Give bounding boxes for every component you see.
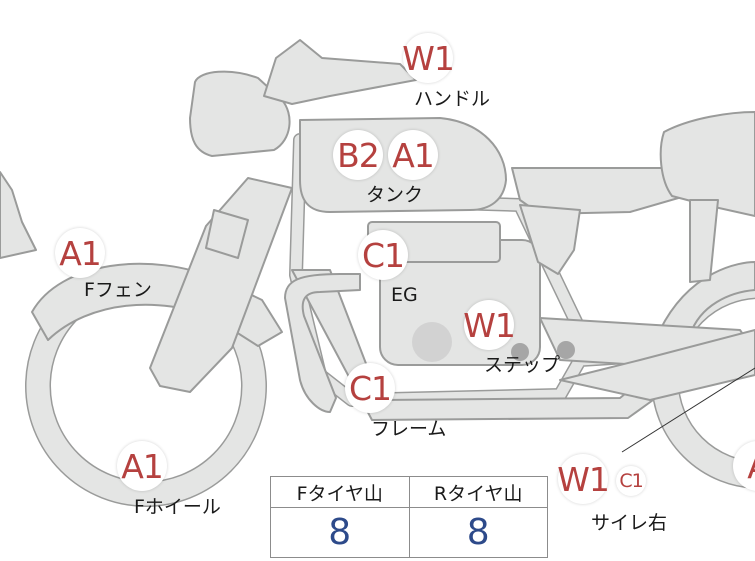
- damage-code-badge: C1: [345, 363, 395, 413]
- damage-code-badge: B2: [333, 130, 383, 180]
- handlebar: [263, 39, 417, 105]
- damage-code-badge-small: C1: [616, 466, 646, 496]
- rear-fender-fragment: [0, 171, 37, 259]
- exhaust: [559, 329, 755, 401]
- part-label-muffler-right: サイレ右: [591, 512, 668, 534]
- side-panel: [519, 204, 581, 275]
- footpeg-left: [511, 343, 529, 361]
- damage-code-badge: C1: [358, 230, 408, 280]
- part-label-front-fender: Fフェン: [84, 279, 152, 301]
- damage-code-badge: A1: [55, 228, 105, 278]
- damage-code-badge: W1: [463, 300, 516, 350]
- muffler-leader-line: [621, 367, 755, 453]
- part-label-frame: フレーム: [371, 418, 447, 440]
- damage-code-badge: A1: [388, 130, 438, 180]
- rear-fender: [659, 261, 755, 336]
- part-label-front-wheel: Fホイール: [134, 496, 221, 518]
- part-label-engine: EG: [391, 284, 418, 306]
- part-label-step: ステップ: [484, 354, 561, 376]
- rear-tire-tread-header: Rタイヤ山: [408, 476, 548, 508]
- rear-tire-tread-value: 8: [408, 507, 548, 558]
- front-tire-tread-header: Fタイヤ山: [270, 476, 410, 508]
- part-label-tank: タンク: [366, 184, 424, 206]
- part-label-handle: ハンドル: [414, 88, 491, 110]
- footpeg-right: [557, 341, 575, 359]
- front-tire-tread-value: 8: [270, 507, 410, 558]
- tire-tread-table: Fタイヤ山 Rタイヤ山 8 8: [270, 476, 548, 558]
- damage-code-badge: W1: [557, 454, 610, 504]
- rear-shock: [689, 199, 719, 283]
- damage-code-badge: A1: [117, 441, 167, 491]
- engine-cover: [412, 322, 452, 362]
- front-fork: [149, 177, 293, 393]
- damage-code-badge: W1: [402, 33, 455, 83]
- damage-code-badge-cropped: A: [733, 441, 755, 491]
- tail-section: [659, 111, 755, 217]
